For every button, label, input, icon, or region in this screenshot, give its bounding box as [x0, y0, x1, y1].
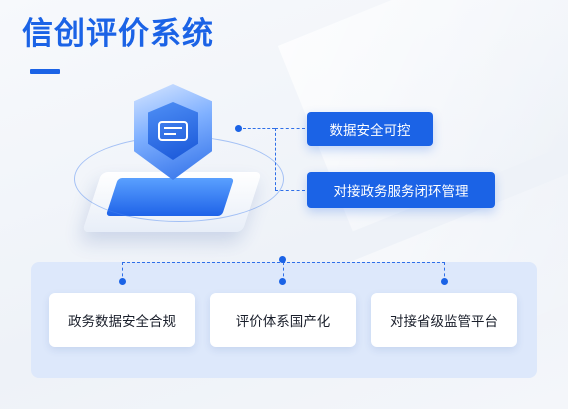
security-illustration — [64, 74, 294, 244]
connector-dot — [235, 125, 242, 132]
connector-dot — [279, 256, 286, 263]
connector-dot — [441, 278, 448, 285]
connector-line — [275, 190, 305, 191]
title-underline — [30, 69, 60, 74]
connector-dot — [119, 278, 126, 285]
feature-card-label: 评价体系国产化 — [235, 314, 331, 330]
feature-pill-label: 对接政务服务闭环管理 — [333, 184, 469, 200]
connector-dot — [279, 278, 286, 285]
page-title: 信创评价系统 — [22, 16, 214, 52]
connector-line — [275, 128, 305, 129]
connector-line — [122, 262, 123, 282]
feature-card-label: 政务数据安全合规 — [68, 314, 176, 330]
document-lines-icon — [158, 121, 188, 141]
feature-card: 评价体系国产化 — [210, 293, 356, 347]
connector-line — [283, 262, 284, 282]
feature-card: 对接省级监管平台 — [371, 293, 517, 347]
feature-pill-label: 数据安全可控 — [329, 123, 411, 139]
connector-line — [444, 262, 445, 282]
connector-line — [243, 128, 275, 129]
feature-pill: 数据安全可控 — [307, 112, 433, 146]
feature-card-label: 对接省级监管平台 — [390, 314, 498, 330]
feature-card: 政务数据安全合规 — [49, 293, 195, 347]
connector-line — [275, 128, 276, 190]
feature-pill: 对接政务服务闭环管理 — [307, 172, 495, 208]
